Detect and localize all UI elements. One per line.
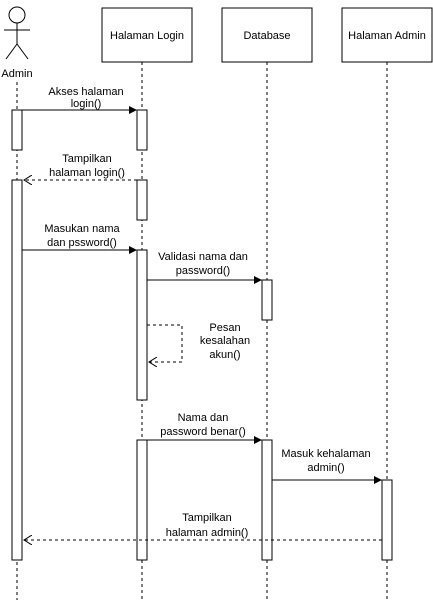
actor-leg-right [16,43,29,60]
message-6-line-1: Nama dan [178,412,229,424]
message-masuk-kehalaman-admin: Masuk kehalaman admin() [272,448,382,484]
message-5-line-3: akun() [209,349,240,361]
participant-database-box [221,7,313,63]
actor-head [8,6,26,24]
activation-login-4 [136,439,148,561]
activation-login-1 [136,109,148,151]
message-tampilkan-halaman-admin: Tampilkan halaman admin() [24,512,382,540]
message-5-line-1: Pesan [209,322,240,334]
activation-database-1 [261,279,273,321]
participant-admin-page: Halaman Admin [341,7,433,63]
message-5-arrow [147,324,183,362]
message-6-line-2: password benar() [160,426,246,438]
message-3-line-2: dan pssword() [47,237,117,249]
message-1-line-1: Akses halaman [48,86,123,98]
message-tampilkan-halaman-login: Tampilkan halaman login() [24,153,137,180]
message-validasi: Validasi nama dan password() [147,251,262,284]
message-8-line-1: Tampilkan [182,512,232,524]
participant-login: Halaman Login [101,7,193,63]
actor-admin: Admin [1,6,33,80]
activation-admin-1 [11,109,23,151]
message-4-line-2: password() [176,265,230,277]
participant-login-box [101,7,193,63]
message-pesan-kesalahan: Pesan kesalahan akun() [147,322,250,362]
message-2-line-1: Tampilkan [62,153,112,165]
message-7-line-1: Masuk kehalaman [281,448,370,460]
actor-leg-left [5,43,18,60]
participant-database-label: Database [243,30,290,42]
participant-login-label: Halaman Login [110,30,184,42]
message-masukan-nama: Masukan nama dan pssword() [22,223,137,254]
actor-label: Admin [1,68,32,80]
activation-login-3 [136,249,148,401]
participant-database: Database [221,7,313,63]
participant-admin-page-label: Halaman Admin [348,30,426,42]
message-5-line-2: kesalahan [200,335,250,347]
message-nama-password-benar: Nama dan password benar() [147,412,262,444]
message-1-line-2: login() [71,98,102,110]
message-3-line-1: Masukan nama [44,223,120,235]
participant-admin-page-box [341,7,433,63]
message-4-line-1: Validasi nama dan [158,251,248,263]
message-akses-halaman-login: Akses halaman login() [22,86,137,114]
activation-admin-2 [11,179,23,561]
message-2-line-2: halaman login() [49,167,125,179]
activation-admin-page-1 [381,479,393,561]
message-7-line-2: admin() [307,462,344,474]
message-8-line-2: halaman admin() [166,527,249,539]
activation-database-2 [261,439,273,561]
activation-login-2 [136,179,148,221]
